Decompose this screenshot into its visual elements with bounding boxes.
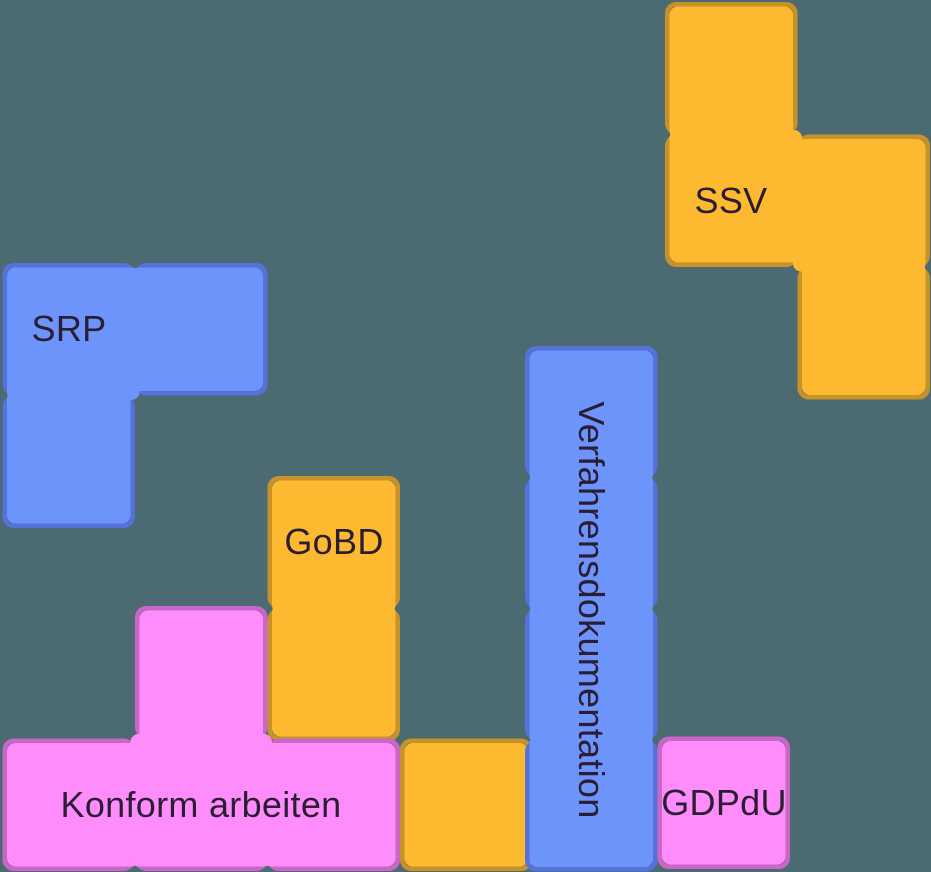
label-gobd: GoBD <box>284 521 384 562</box>
label-ssv: SSV <box>694 180 768 221</box>
piece-gobd <box>267 476 400 741</box>
piece-gdpdu <box>657 736 790 869</box>
piece-konform <box>2 606 400 871</box>
piece-verfahrensdokumentation <box>525 346 658 872</box>
label-konform-arbeiten: Konform arbeiten <box>60 784 342 825</box>
label-verfahrensdokumentation: Verfahrensdokumentation <box>571 401 612 819</box>
piece-floor-block <box>400 738 533 871</box>
piece-srp <box>2 263 268 528</box>
label-gdpdu: GDPdU <box>661 782 787 823</box>
label-srp: SRP <box>31 308 107 349</box>
piece-ssv <box>665 2 930 400</box>
